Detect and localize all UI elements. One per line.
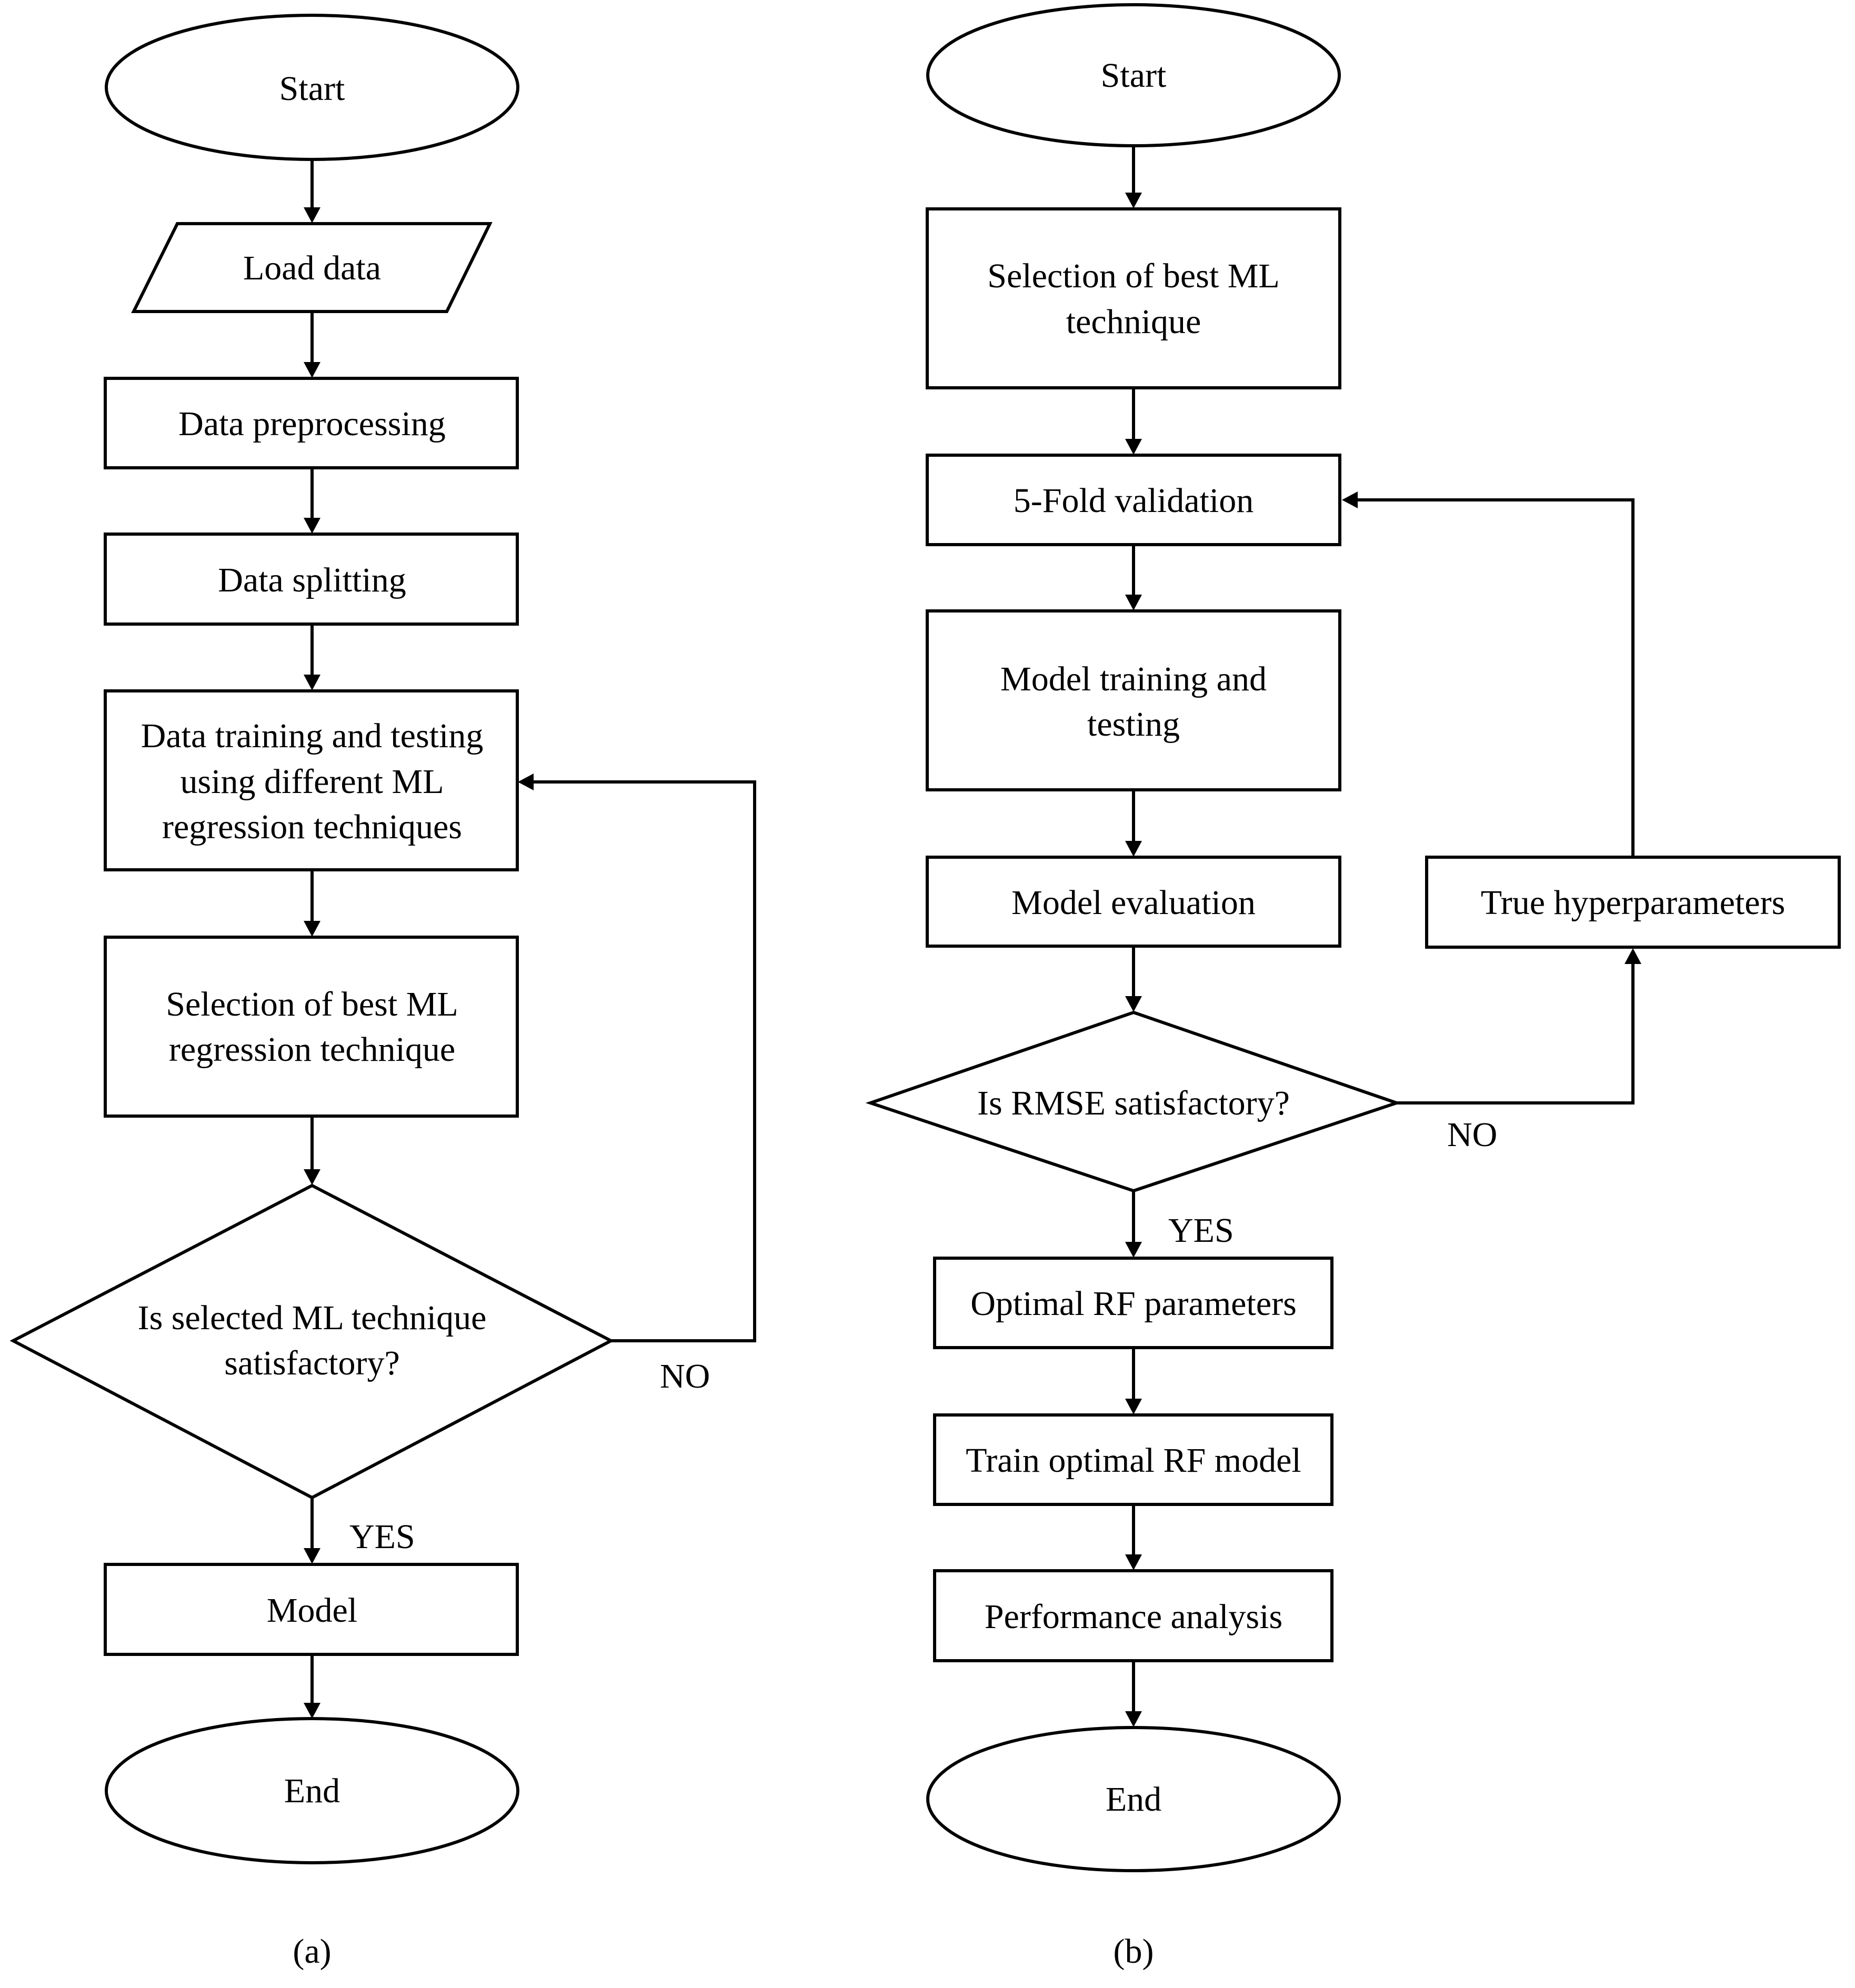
load-data-label: Load data [243, 249, 381, 287]
no-label-a: NO [660, 1357, 710, 1395]
train-optimal-process [933, 1413, 1333, 1506]
preprocessing-label: Data preprocessing [178, 405, 446, 443]
decision-label-a-line2: satisfactory? [224, 1344, 400, 1382]
start-label-b: Start [1101, 56, 1167, 95]
model-label: Model [267, 1591, 357, 1630]
arrow-no-loop-a [533, 780, 756, 1342]
performance-label: Performance analysis [985, 1598, 1282, 1636]
train-optimal-label: Train optimal RF model [966, 1441, 1301, 1480]
no-label-b: NO [1447, 1116, 1497, 1154]
start-label-a: Start [279, 69, 345, 108]
yes-label-a: YES [349, 1518, 415, 1556]
evaluation-process [926, 856, 1341, 948]
end-label-b: End [1106, 1780, 1161, 1819]
training-label-line2: using different ML [180, 762, 444, 801]
caption-a: (a) [293, 1932, 331, 1971]
optimal-params-process [933, 1257, 1333, 1349]
selection-label-b-line2: technique [1066, 303, 1201, 341]
end-label-a: End [284, 1772, 340, 1810]
selection-label-a-line2: regression technique [169, 1030, 455, 1069]
training-label-line3: regression techniques [162, 808, 462, 846]
training-process [104, 689, 519, 871]
preprocessing-process [104, 377, 519, 469]
decision-label-b: Is RMSE satisfactory? [977, 1084, 1290, 1122]
end-terminal-a [105, 1717, 519, 1864]
hyperparameters-label: True hyperparameters [1481, 883, 1786, 922]
performance-process [933, 1569, 1333, 1662]
yes-label-b: YES [1168, 1211, 1234, 1250]
hyperparameters-process [1425, 856, 1841, 949]
validation-label: 5-Fold validation [1014, 481, 1254, 520]
arrow-hyperparameters-to-validation [1357, 498, 1635, 857]
selection-label-b-line1: Selection of best ML [987, 257, 1279, 295]
decision-diamond-a [9, 1183, 615, 1500]
model-training-label-line1: Model training and [1000, 660, 1267, 698]
splitting-label: Data splitting [218, 561, 406, 599]
selection-process-b [926, 207, 1341, 389]
start-terminal-a [105, 14, 519, 161]
load-data-input [131, 222, 493, 313]
selection-process-a [104, 936, 519, 1118]
splitting-process [104, 533, 519, 626]
decision-diamond-b [865, 1010, 1402, 1193]
selection-label-a-line1: Selection of best ML [166, 985, 458, 1023]
decision-label-a-line1: Is selected ML technique [138, 1299, 487, 1337]
model-process [104, 1563, 519, 1656]
end-terminal-b [926, 1726, 1341, 1872]
optimal-params-label: Optimal RF parameters [970, 1284, 1297, 1323]
arrow-no-to-hyperparameters [1397, 963, 1635, 1105]
model-training-process [926, 609, 1341, 791]
training-label-line1: Data training and testing [141, 717, 484, 755]
validation-process [926, 454, 1341, 546]
model-training-label-line2: testing [1087, 705, 1180, 744]
start-terminal-b [926, 3, 1341, 147]
diagram-b: Start Selection of best ML technique 5-F… [865, 3, 1841, 1971]
caption-b: (b) [1114, 1932, 1154, 1971]
evaluation-label: Model evaluation [1011, 883, 1256, 922]
diagram-a: Start Load data Data preprocessing Data … [9, 14, 756, 1971]
